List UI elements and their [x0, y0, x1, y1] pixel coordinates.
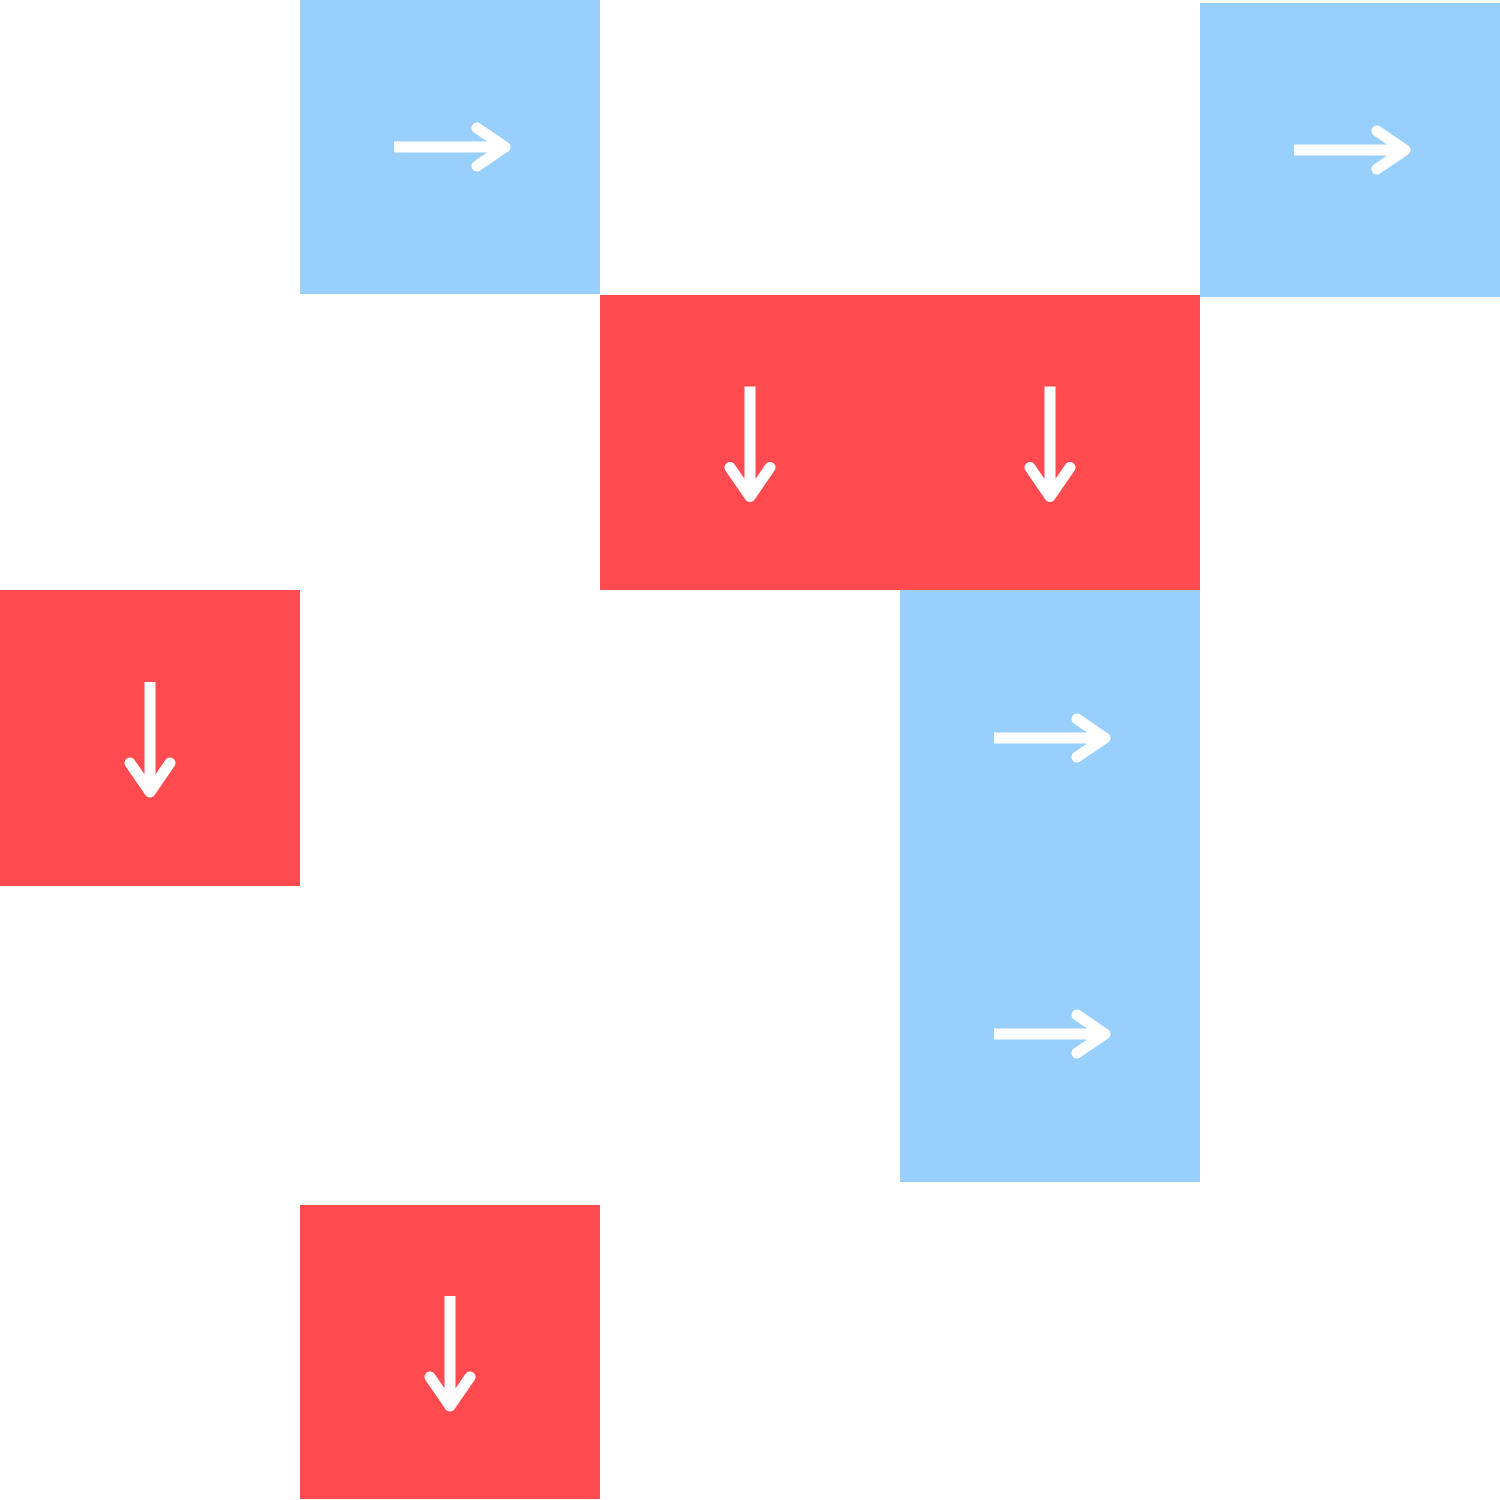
arrow-head: [1071, 713, 1111, 763]
arrow-right-icon: [394, 122, 511, 172]
arrow-head: [1024, 462, 1076, 502]
arrow-tile[interactable]: [900, 590, 1200, 886]
arrow-down-icon: [1024, 386, 1076, 502]
arrow-right-icon: [994, 1009, 1111, 1059]
arrow-head: [724, 462, 776, 502]
arrow-tile[interactable]: [600, 295, 900, 590]
arrow-head: [124, 757, 176, 798]
arrow-down-icon: [724, 386, 776, 502]
arrow-down-icon: [124, 682, 176, 798]
arrow-right-icon: [1294, 125, 1411, 175]
arrow-head: [1371, 125, 1411, 175]
arrow-head: [424, 1371, 476, 1412]
arrow-tile[interactable]: [1200, 3, 1500, 297]
arrow-tile[interactable]: [900, 886, 1200, 1182]
arrow-tile[interactable]: [900, 295, 1200, 590]
arrow-tile[interactable]: [300, 0, 600, 294]
arrow-tile[interactable]: [0, 590, 300, 886]
arrow-head: [1071, 1009, 1111, 1059]
arrow-head: [471, 122, 511, 172]
arrow-down-icon: [424, 1296, 476, 1412]
arrow-tile[interactable]: [300, 1205, 600, 1499]
arrow-right-icon: [994, 713, 1111, 763]
